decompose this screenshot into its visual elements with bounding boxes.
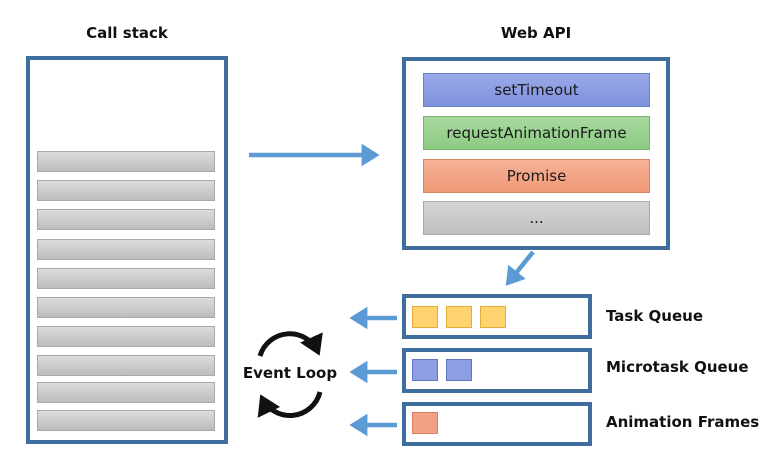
arrow-webapi-to-queues	[505, 250, 535, 286]
task-queue-label: Task Queue	[606, 307, 704, 325]
animation-frames-item	[412, 412, 438, 434]
call-stack-slot	[37, 410, 215, 431]
call-stack-slot	[37, 355, 215, 376]
call-stack-slot	[37, 382, 215, 403]
call-stack-slot	[37, 239, 215, 260]
event-loop-top-arc	[257, 331, 323, 357]
task-queue-item	[480, 306, 506, 328]
web-api-item-promise: Promise	[423, 159, 650, 193]
call-stack-title: Call stack	[86, 24, 168, 42]
web-api-item-requestanimationframe: requestAnimationFrame	[423, 116, 650, 150]
web-api-title: Web API	[500, 24, 572, 42]
call-stack-slot	[37, 151, 215, 172]
call-stack-slot	[37, 326, 215, 347]
task-queue-item	[412, 306, 438, 328]
task-queue-item	[446, 306, 472, 328]
call-stack-slot	[37, 297, 215, 318]
microtask-queue-item	[412, 359, 438, 381]
event-loop-bottom-arc	[257, 391, 323, 419]
call-stack-slot	[37, 180, 215, 201]
web-api-item-settimeout: setTimeout	[423, 73, 650, 107]
call-stack-slot	[37, 268, 215, 289]
event-loop-label: Event Loop	[242, 364, 338, 382]
animation-frames-label: Animation Frames	[606, 413, 760, 431]
microtask-queue-item	[446, 359, 472, 381]
call-stack-slot	[37, 209, 215, 230]
microtask-queue-box	[402, 348, 592, 393]
microtask-queue-label: Microtask Queue	[606, 358, 749, 376]
web-api-item-more: ...	[423, 201, 650, 235]
